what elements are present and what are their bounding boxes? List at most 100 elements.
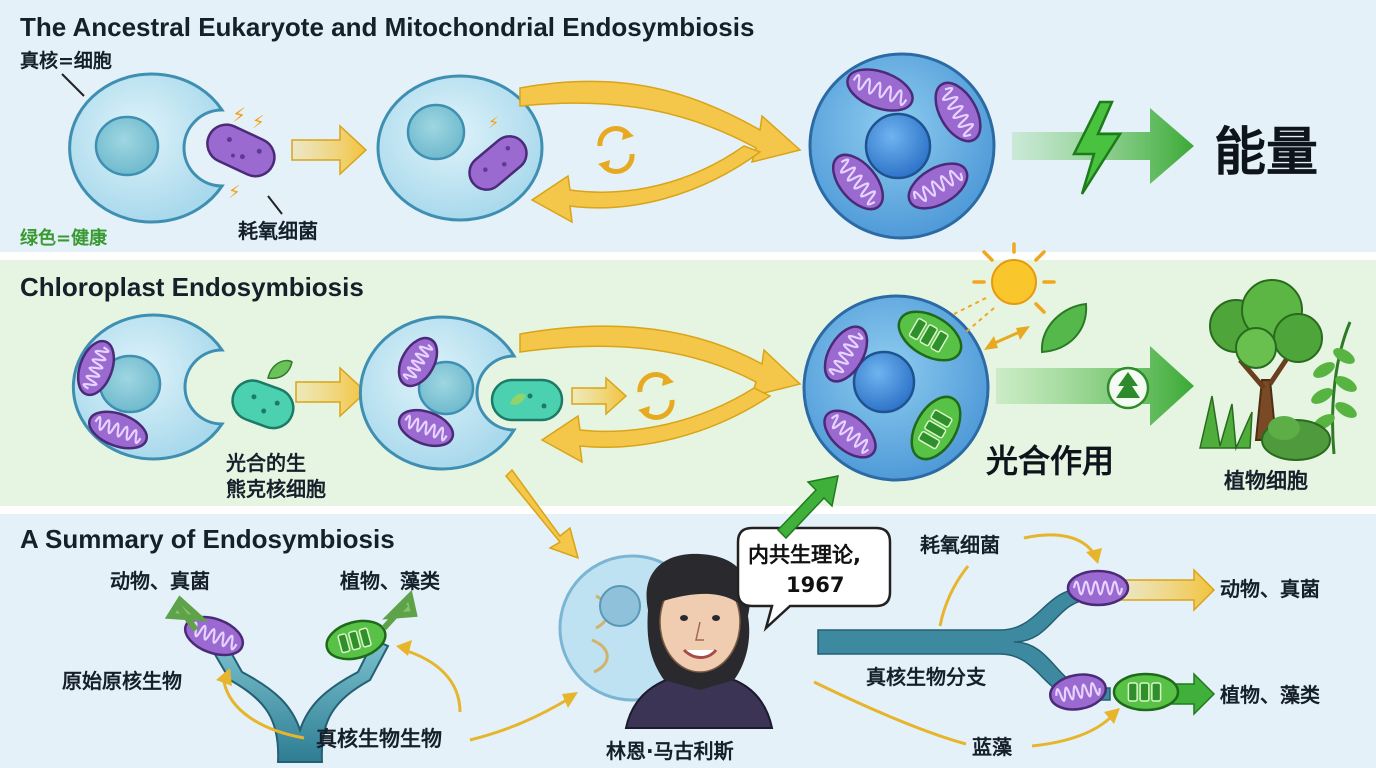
photosynthetic-bacterium xyxy=(231,379,295,430)
pointer-arrow xyxy=(1104,708,1120,724)
yellow-arrow xyxy=(295,366,368,418)
mitochondrion xyxy=(831,153,885,211)
aerobic-bacterium xyxy=(468,135,528,191)
pointer-arrow xyxy=(469,696,571,742)
mitochondrion xyxy=(76,339,116,397)
pointer-arrow xyxy=(562,692,578,708)
yellow-arrow xyxy=(571,376,628,416)
engulfing-cell xyxy=(358,315,517,471)
mitochondrion xyxy=(1066,569,1130,607)
pointer-arrow xyxy=(938,565,970,627)
aerobic-bacterium xyxy=(206,123,276,178)
photosynthesis-label: 光合作用 xyxy=(986,442,1114,480)
up-arrow xyxy=(164,595,209,632)
plant-cell-label: 植物细胞 xyxy=(1224,469,1308,493)
scientist-name: 林恩·马古利斯 xyxy=(606,739,734,763)
yellow-arrow xyxy=(530,145,762,224)
scientist-portrait xyxy=(624,553,774,729)
legend-green-healthy: 绿色=健康 xyxy=(20,227,108,249)
mitochondrion xyxy=(823,325,877,459)
mitochondrion xyxy=(1049,673,1107,711)
chloroplast xyxy=(1112,672,1180,712)
section-title-mito: The Ancestral Eukaryote and Mitochondria… xyxy=(20,12,754,42)
bacteria-label-line1: 光合的生 xyxy=(225,451,306,475)
up-arrow xyxy=(381,590,418,631)
nucleus xyxy=(94,115,160,177)
spark-icon: ⚡ xyxy=(488,113,499,132)
mitochondrion xyxy=(88,410,148,450)
bubble-text-line2: 1967 xyxy=(786,573,844,597)
bacteria-label-line2: 熊克核细胞 xyxy=(226,477,326,501)
pointer-arrow xyxy=(1086,548,1102,564)
yellow-arrow xyxy=(504,468,580,560)
label-leader-line xyxy=(61,73,85,97)
cycle-icon xyxy=(597,126,635,174)
section-title-summary: A Summary of Endosymbiosis xyxy=(20,524,395,554)
engulfing-cell: ⚡ xyxy=(376,74,544,222)
mitochondrion xyxy=(1049,673,1107,711)
cyanobacteria-label: 蓝藻 xyxy=(972,735,1013,759)
energy-label: 能量 xyxy=(1214,123,1318,183)
host-cell xyxy=(68,72,225,224)
bubble-text-line1: 内共生理论, xyxy=(748,543,861,567)
mitochondrion xyxy=(1066,569,1130,607)
pointer-arrow xyxy=(403,648,462,713)
lightning-icon xyxy=(1071,100,1123,195)
sun-icon xyxy=(953,242,1056,333)
section-title-chloro: Chloroplast Endosymbiosis xyxy=(20,272,364,302)
photosynthetic-bacterium xyxy=(490,378,564,422)
mitochondrion xyxy=(846,68,914,112)
right-bacteria-label: 耗氧细菌 xyxy=(920,533,1000,557)
exchange-arrow xyxy=(1016,326,1030,340)
cycle-icon xyxy=(637,372,675,420)
nucleus xyxy=(406,103,466,161)
mitochondrion xyxy=(823,325,869,383)
mitochondrion xyxy=(397,336,439,388)
mitochondrion xyxy=(183,615,245,657)
spark-icon: ⚡ xyxy=(228,182,241,203)
pointer-arrow xyxy=(216,668,232,686)
leaf-icon xyxy=(267,359,293,380)
nucleus xyxy=(417,360,475,416)
eukaryote-label: 真核生物生物 xyxy=(316,727,442,751)
right-plants-label: 植物、藻类 xyxy=(1220,683,1320,707)
pointer-arrow xyxy=(1031,714,1114,748)
chloroplast xyxy=(325,619,387,661)
pointer-arrow xyxy=(396,640,412,656)
leaf-icon xyxy=(1040,302,1088,354)
yellow-arrow xyxy=(540,387,772,464)
green-arrow xyxy=(776,475,839,540)
chloroplast xyxy=(897,310,963,362)
chloroplast xyxy=(910,395,962,461)
label-leader-line xyxy=(267,195,283,215)
spark-icon: ⚡ xyxy=(232,103,246,127)
mitochondrion xyxy=(397,408,455,448)
yellow-arrow xyxy=(519,325,802,398)
bush-icon xyxy=(1261,416,1331,461)
nucleus xyxy=(864,112,932,180)
pointer-arrow xyxy=(222,681,305,740)
green-arrow xyxy=(996,346,1194,426)
chloroplast xyxy=(1112,672,1180,712)
yellow-arrow xyxy=(519,80,802,164)
pointer-arrow xyxy=(813,680,967,746)
mitochondrion xyxy=(907,162,969,210)
yellow-arrow xyxy=(1119,568,1216,612)
band-divider xyxy=(0,506,1376,514)
prokaryote-label: 原始原核生物 xyxy=(62,669,182,693)
tree-badge-icon xyxy=(1116,372,1140,398)
mitochondrion xyxy=(934,81,982,143)
branch-animals-label: 动物、真菌 xyxy=(110,569,210,593)
mitochondrion xyxy=(397,336,455,448)
host-cell-label: 真核=细胞 xyxy=(20,49,112,72)
mitochondrion xyxy=(823,409,877,459)
chloroplast xyxy=(897,310,963,461)
exchange-arrow xyxy=(984,336,998,350)
band-divider xyxy=(0,252,1376,260)
chloroplast xyxy=(325,619,387,661)
speech-bubble xyxy=(736,526,892,632)
bacteria-label: 耗氧细菌 xyxy=(238,219,318,243)
mitochondrion xyxy=(831,68,982,211)
